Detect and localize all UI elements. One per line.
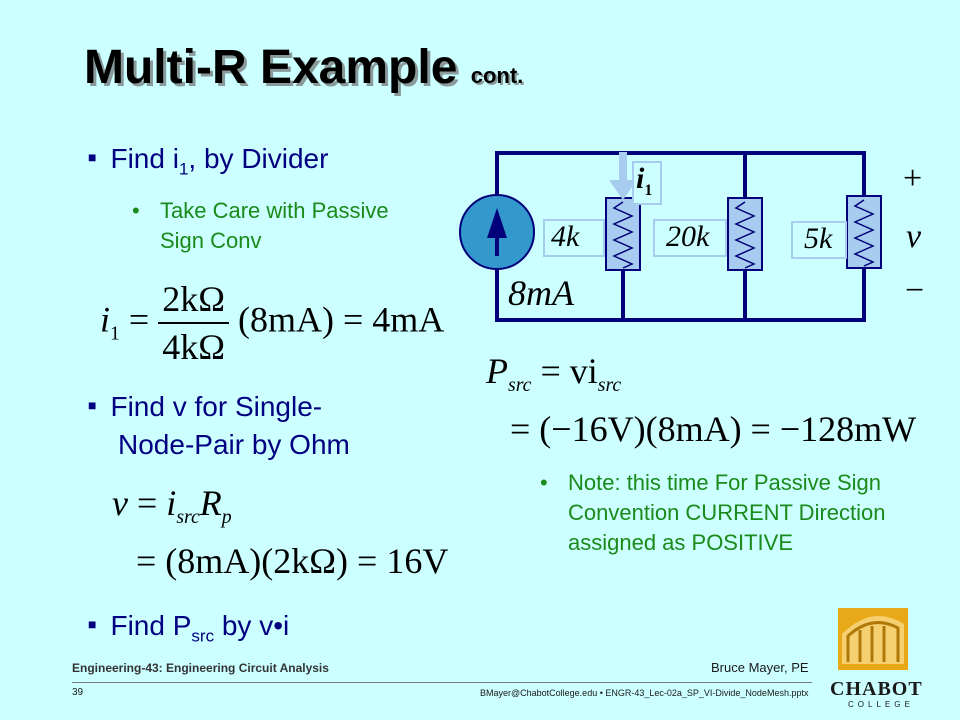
logo-wordmark: CHABOT [830, 678, 923, 700]
sub-bullet-passive-sign: • Take Care with Passive Sign Conv [132, 198, 389, 253]
bullet-find-v: ■Find v for Single- Node-Pair by Ohm [88, 391, 350, 460]
title-main: Multi-R Example [84, 41, 458, 94]
footer-course: Engineering-43: Engineering Circuit Anal… [72, 661, 329, 675]
circuit-diagram [459, 151, 882, 322]
arrow-up-icon [487, 208, 507, 238]
footer-file-info: BMayer@ChabotCollege.edu • ENGR-43_Lec-0… [480, 688, 809, 698]
square-bullet-icon: ■ [88, 397, 97, 413]
current-label-i1: i1 [636, 162, 653, 199]
note-passive-sign: • Note: this time For Passive Sign Conve… [540, 470, 886, 555]
resistor-label-20k: 20k [666, 220, 710, 253]
source-label-8ma: 8mA [508, 273, 574, 313]
voltage-minus: − [905, 272, 925, 309]
equation-psrc: Psrc = visrc [486, 351, 622, 397]
equation-fraction: 2kΩ 4kΩ [158, 278, 229, 368]
resistor-4k [605, 197, 641, 271]
current-arrow-icon [609, 152, 637, 200]
label-box-4k [543, 219, 605, 257]
square-bullet-icon: ■ [88, 149, 97, 165]
footer-author: Bruce Mayer, PE [711, 660, 809, 675]
resistor-5k [846, 195, 882, 269]
equation-psrc-value: = (−16V)(8mA) = −128mW [510, 409, 917, 449]
equation-i1: i1 = 2kΩ 4kΩ (8mA) = 4mA [100, 278, 445, 368]
label-box-5k [791, 221, 847, 259]
voltage-label-v: v [906, 218, 922, 255]
footer-divider [72, 682, 812, 683]
square-bullet-icon: ■ [88, 616, 97, 632]
bullet-find-i1: ■Find i1, by Divider [88, 143, 329, 179]
slide-title: Multi-R Example cont. [84, 40, 523, 95]
footer-page-number: 39 [72, 687, 84, 698]
equation-v-ohm: v = isrcRp [112, 483, 232, 529]
i1-label-box [632, 161, 662, 205]
equation-v-value: = (8mA)(2kΩ) = 16V [136, 541, 449, 581]
resistor-label-5k: 5k [804, 222, 833, 255]
bullet-find-psrc: ■Find Psrc by v•i [88, 610, 290, 646]
chabot-college-logo [838, 608, 908, 670]
bullet-dot-icon: • [540, 470, 548, 495]
logo-subtext: COLLEGE [848, 700, 914, 709]
resistor-20k [727, 197, 763, 271]
resistor-label-4k: 4k [551, 220, 580, 253]
title-sub: cont. [470, 63, 524, 88]
label-box-20k [653, 219, 727, 257]
bullet-dot-icon: • [132, 198, 140, 223]
voltage-plus: + [903, 160, 923, 197]
